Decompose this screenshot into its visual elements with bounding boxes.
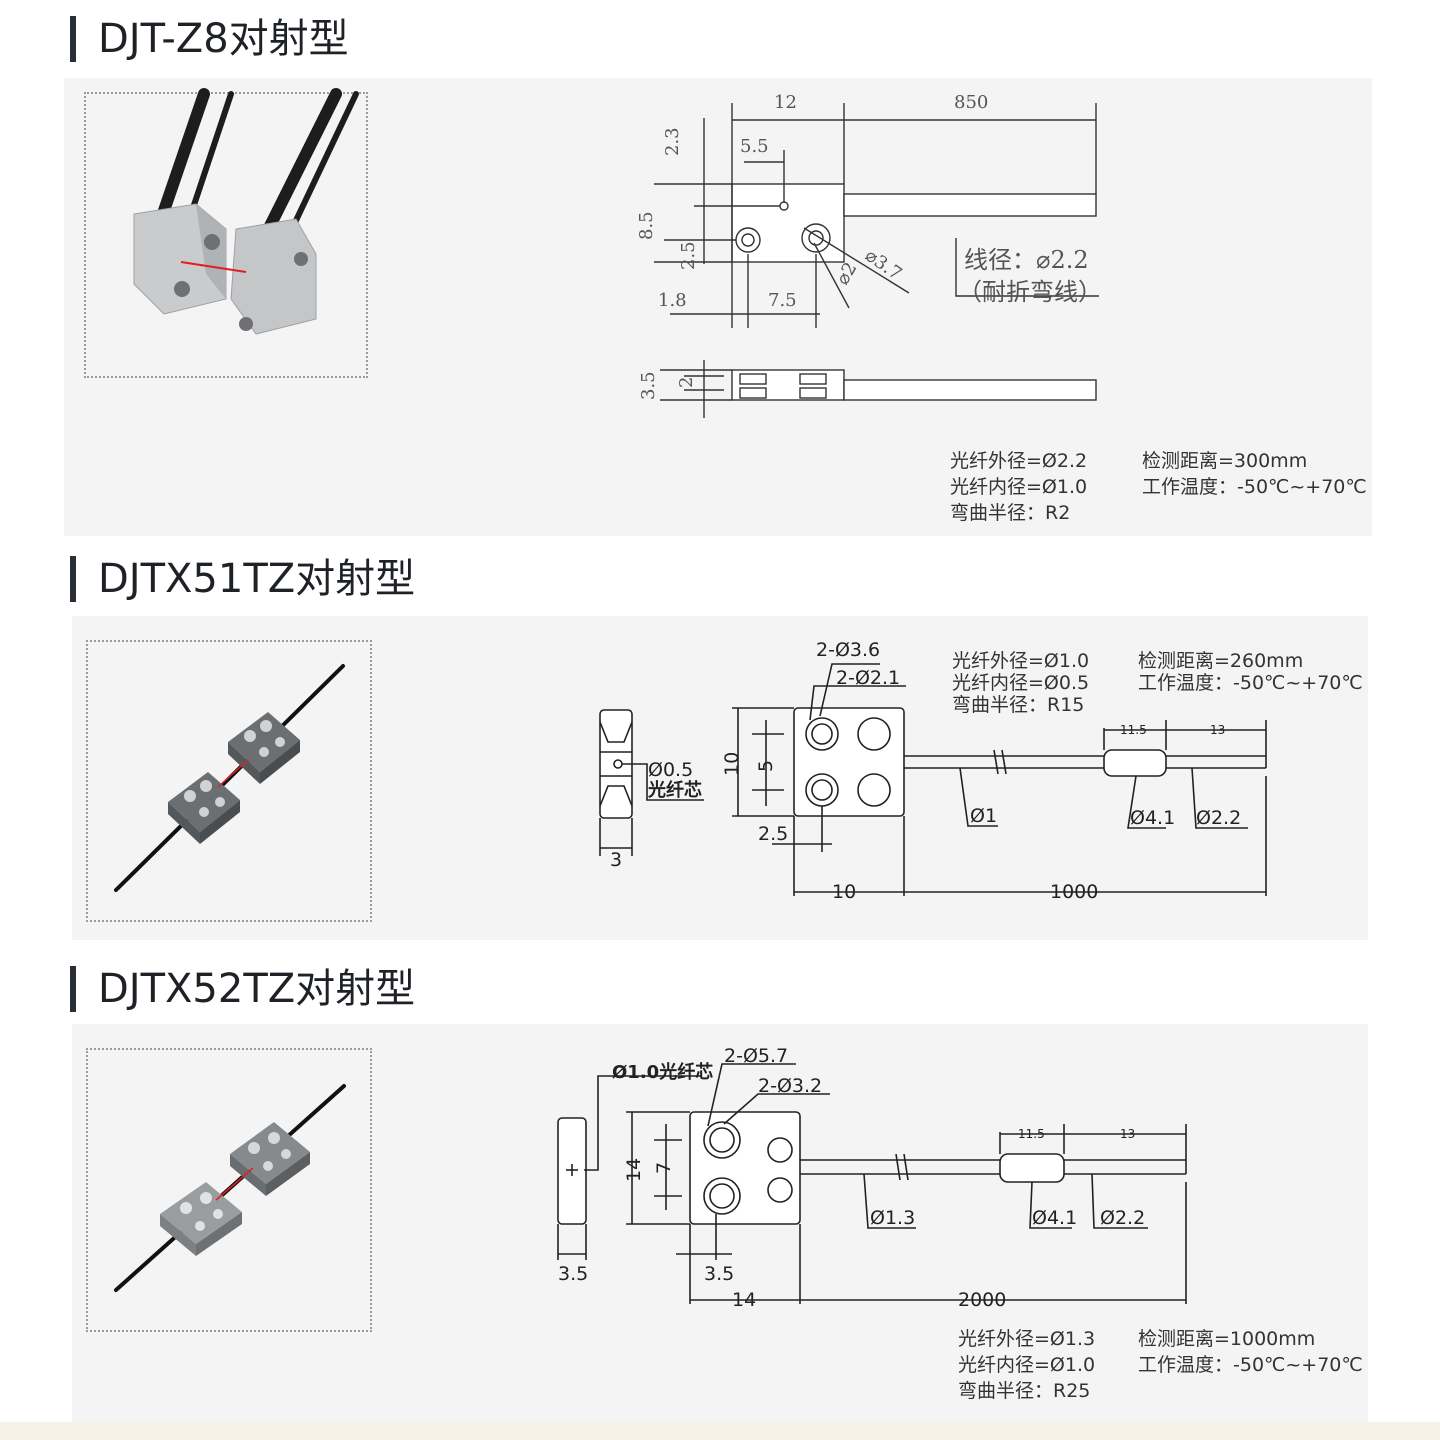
- dim-offset-height: 2.3: [662, 127, 683, 156]
- spec-outer-dia: 光纤外径=Ø1.0: [952, 650, 1090, 672]
- dim-hole-offset: 5.5: [740, 136, 769, 157]
- product-photo-djtx51tz: [86, 640, 372, 922]
- product-photo-djt-z8: [84, 88, 368, 378]
- spec-bend-radius: 弯曲半径：R15: [952, 694, 1085, 716]
- dimension-drawing-djt-z8: 12 850 2.3 5.5 8.5 2.5 1.8 7.5 ⌀3.7 ⌀2 线…: [636, 92, 1102, 418]
- sensor-image: [133, 88, 359, 335]
- dim-sleeve-dia: Ø4.1: [1032, 1207, 1077, 1229]
- panel-djtx52tz: Ø1.0光纤芯 2-Ø5.7 2-Ø3.2 14 7 3.5 3.5 14 20…: [72, 1024, 1368, 1422]
- dim-hole-a: 2-Ø3.6: [816, 639, 880, 661]
- dim-top-width: 12: [774, 92, 797, 113]
- dim-fiber-dia: Ø1: [970, 805, 997, 827]
- dim-edge: 3.5: [704, 1263, 734, 1285]
- section-title-djtx51tz: DJTX51TZ对射型: [70, 556, 415, 602]
- dimension-drawing-djtx52tz: Ø1.0光纤芯 2-Ø5.7 2-Ø3.2 14 7 3.5 3.5 14 20…: [557, 1045, 1187, 1311]
- dim-core: Ø1.0光纤芯: [612, 1061, 713, 1083]
- dim-hole-height: 2.5: [678, 241, 699, 270]
- dim-sleeve-len: 11.5: [1120, 723, 1147, 737]
- spec-bend-radius: 弯曲半径：R25: [958, 1380, 1091, 1402]
- cable-note-2: （耐折弯线）: [958, 278, 1102, 306]
- dim-body-height: 8.5: [636, 211, 657, 240]
- dim-hole-b: 2-Ø3.2: [758, 1075, 822, 1097]
- specs-left-djtx52tz: 光纤外径=Ø1.3 光纤内径=Ø1.0 弯曲半径：R25: [958, 1326, 1095, 1404]
- dim-cable-length: 850: [954, 92, 988, 113]
- spec-temperature: 工作温度：-50℃~+70℃: [1142, 476, 1367, 498]
- dim-hole-a: 2-Ø5.7: [724, 1045, 788, 1067]
- specs-left-djtx51tz: 光纤外径=Ø1.0 光纤内径=Ø0.5 弯曲半径：R15: [952, 650, 1089, 716]
- dim-hole-spacing: 7.5: [768, 290, 797, 311]
- sensor-image: [114, 664, 345, 892]
- specs-right-djtx51tz: 检测距离=260mm 工作温度：-50℃~+70℃: [1138, 650, 1363, 694]
- section-title-djt-z8: DJT-Z8对射型: [70, 16, 349, 62]
- dim-body-height: 10: [721, 752, 743, 776]
- spec-detect-distance: 检测距离=260mm: [1138, 650, 1304, 672]
- bottom-strip: [0, 1422, 1440, 1440]
- spec-inner-dia: 光纤内径=Ø0.5: [952, 672, 1090, 694]
- dim-hole-pitch: 7: [653, 1162, 675, 1174]
- specs-right-djt-z8: 检测距离=300mm 工作温度：-50℃~+70℃: [1142, 448, 1367, 500]
- dim-core: Ø0.5: [648, 759, 693, 781]
- dim-side-height-2: 2: [676, 377, 697, 388]
- dimension-drawing-djtx51tz: 2-Ø3.6 2-Ø2.1 Ø0.5 光纤芯 3 10 5 2.5 10 100…: [599, 639, 1267, 903]
- section-title-djtx52tz: DJTX52TZ对射型: [70, 966, 415, 1012]
- dim-cable-length: 1000: [1050, 881, 1098, 903]
- dim-left-margin: 1.8: [658, 290, 687, 311]
- dim-tip-len: 13: [1120, 1127, 1135, 1141]
- dim-tip-dia: Ø2.2: [1196, 807, 1241, 829]
- product-photo-djtx52tz: [86, 1048, 372, 1332]
- dim-tip-len: 13: [1210, 723, 1225, 737]
- dim-hole-dia-large: ⌀3.7: [861, 245, 905, 285]
- dim-sleeve-dia: Ø4.1: [1130, 807, 1175, 829]
- dim-body-height: 14: [623, 1158, 645, 1182]
- dim-cable-length: 2000: [958, 1289, 1006, 1311]
- dim-sleeve-len: 11.5: [1018, 1127, 1045, 1141]
- spec-outer-dia: 光纤外径=Ø2.2: [950, 450, 1088, 472]
- cable-note: 线径：⌀2.2: [964, 246, 1089, 274]
- dim-tip-dia: Ø2.2: [1100, 1207, 1145, 1229]
- specs-right-djtx52tz: 检测距离=1000mm 工作温度：-50℃~+70℃: [1138, 1326, 1363, 1378]
- spec-outer-dia: 光纤外径=Ø1.3: [958, 1328, 1096, 1350]
- panel-djt-z8: 12 850 2.3 5.5 8.5 2.5 1.8 7.5 ⌀3.7 ⌀2 线…: [64, 78, 1372, 536]
- spec-temperature: 工作温度：-50℃~+70℃: [1138, 672, 1363, 694]
- dim-core-label: 光纤芯: [647, 779, 702, 801]
- spec-detect-distance: 检测距离=1000mm: [1138, 1328, 1316, 1350]
- dim-body-width: 10: [832, 881, 856, 903]
- spec-inner-dia: 光纤内径=Ø1.0: [950, 476, 1088, 498]
- spec-bend-radius: 弯曲半径：R2: [950, 502, 1071, 524]
- spec-temperature: 工作温度：-50℃~+70℃: [1138, 1354, 1363, 1376]
- dim-side-width: 3: [610, 849, 622, 871]
- spec-inner-dia: 光纤内径=Ø1.0: [958, 1354, 1096, 1376]
- dim-side-height: 3.5: [638, 371, 659, 400]
- specs-left-djt-z8: 光纤外径=Ø2.2 光纤内径=Ø1.0 弯曲半径：R2: [950, 448, 1087, 526]
- dim-edge: 2.5: [758, 823, 788, 845]
- dim-body-width: 14: [732, 1289, 756, 1311]
- dim-hole-b: 2-Ø2.1: [836, 667, 900, 689]
- dim-hole-pitch: 5: [755, 760, 777, 772]
- spec-detect-distance: 检测距离=300mm: [1142, 450, 1308, 472]
- dim-fiber-dia: Ø1.3: [870, 1207, 915, 1229]
- panel-djtx51tz: 2-Ø3.6 2-Ø2.1 Ø0.5 光纤芯 3 10 5 2.5 10 100…: [72, 616, 1368, 940]
- sensor-image: [114, 1084, 346, 1292]
- dim-side-width: 3.5: [558, 1263, 588, 1285]
